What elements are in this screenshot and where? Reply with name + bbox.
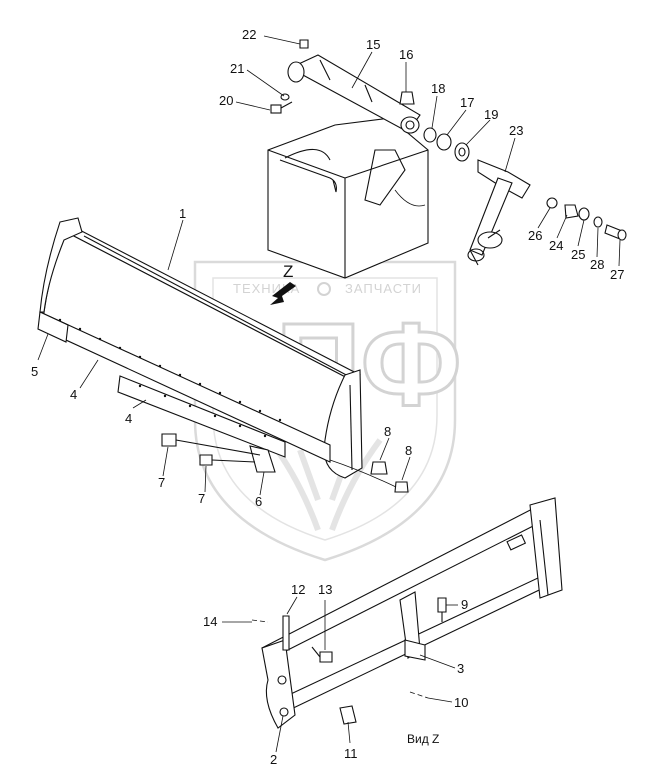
- leader-lines: [37, 35, 621, 753]
- watermark-shield: [193, 260, 457, 562]
- bolt-20: [270, 93, 293, 114]
- callout-13: 13: [318, 582, 332, 597]
- callout-19: 19: [484, 107, 498, 122]
- callout-8-upper: 8: [384, 424, 391, 439]
- callout-22: 22: [242, 27, 256, 42]
- callout-7-left: 7: [158, 475, 165, 490]
- callout-6: 6: [255, 494, 262, 509]
- callout-27: 27: [610, 267, 624, 282]
- gear-icon: [317, 282, 331, 296]
- view-z-caption: Вид Z: [407, 732, 439, 746]
- callout-26: 26: [528, 228, 542, 243]
- callout-16: 16: [399, 47, 413, 62]
- callout-18: 18: [431, 81, 445, 96]
- frame-bracket: [267, 117, 429, 279]
- small-fasteners: [546, 197, 627, 241]
- callout-5: 5: [31, 364, 38, 379]
- callout-7-right: 7: [198, 491, 205, 506]
- callout-23: 23: [509, 123, 523, 138]
- callout-2: 2: [270, 752, 277, 767]
- callout-11: 11: [344, 746, 358, 761]
- callout-4-upper: 4: [70, 387, 77, 402]
- callout-4-lower: 4: [125, 411, 132, 426]
- callout-1: 1: [179, 206, 186, 221]
- callout-12: 12: [291, 582, 305, 597]
- watermark-right-text: ЗАПЧАСТИ: [345, 281, 422, 296]
- pivot-shaft: [467, 159, 531, 266]
- blade-rear-view: Вид Z: [251, 497, 563, 746]
- callout-8-lower: 8: [405, 443, 412, 458]
- callout-20: 20: [219, 93, 233, 108]
- callout-15: 15: [366, 37, 380, 52]
- bushings: [423, 127, 470, 162]
- view-z-label: Z: [283, 262, 293, 281]
- view-z-arrow: Z: [270, 262, 296, 305]
- dozer-blade: [37, 217, 409, 493]
- callout-17: 17: [460, 95, 474, 110]
- callout-labels: 22 15 16 21 18 17 19 23 20 26 24 25 28 2…: [31, 27, 624, 767]
- callout-9: 9: [461, 597, 468, 612]
- callout-25: 25: [571, 247, 585, 262]
- callout-21: 21: [230, 61, 244, 76]
- callout-24: 24: [549, 238, 563, 253]
- hydraulic-cylinder: [287, 39, 421, 134]
- callout-3: 3: [457, 661, 464, 676]
- callout-10: 10: [454, 695, 468, 710]
- callout-14: 14: [203, 614, 217, 629]
- callout-28: 28: [590, 257, 604, 272]
